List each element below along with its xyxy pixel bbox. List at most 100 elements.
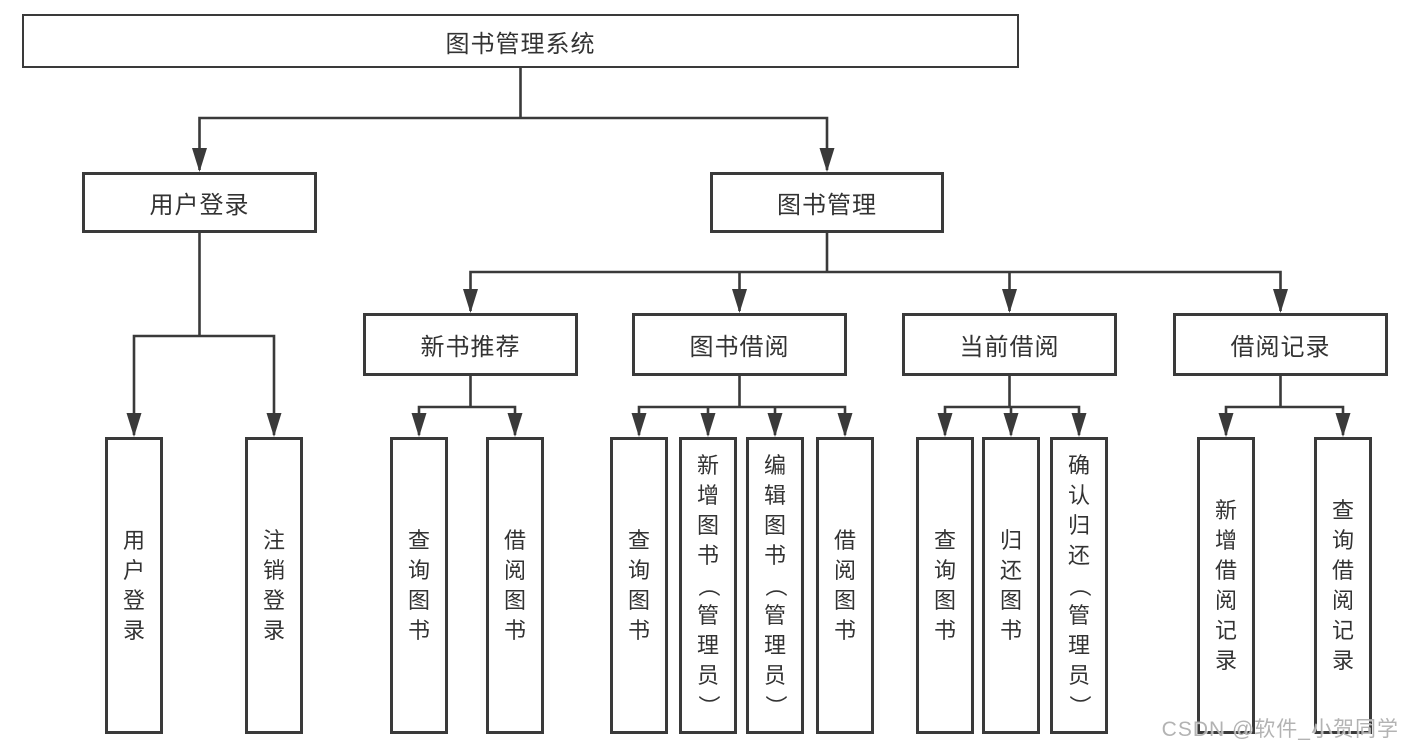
leaf-add-book-admin: 新增图书（管理员） bbox=[679, 437, 737, 734]
leaf-label-char: 增 bbox=[696, 482, 719, 508]
leaf-label-char: ） bbox=[763, 694, 788, 717]
node-label: 新书推荐 bbox=[420, 334, 521, 361]
leaf-label-char: 图 bbox=[627, 587, 650, 613]
leaf-label-char: 图 bbox=[763, 512, 786, 538]
leaf-label-char: 归 bbox=[999, 527, 1022, 553]
connector-newbook-bracket bbox=[417, 405, 517, 435]
leaf-label-char: 书 bbox=[503, 617, 526, 643]
node-new-book-recommendation: 新书推荐 bbox=[363, 313, 578, 376]
leaf-borrow-books-recommend: 借阅图书 bbox=[486, 437, 544, 734]
leaf-label-char: ） bbox=[1067, 694, 1092, 717]
leaf-label-char: 录 bbox=[262, 617, 285, 643]
leaf-label-char: 阅 bbox=[1331, 587, 1354, 613]
leaf-label-char: （ bbox=[696, 574, 721, 597]
leaf-label-char: ） bbox=[696, 694, 721, 717]
leaf-label-char: 还 bbox=[1067, 542, 1090, 568]
leaf-label-char: 书 bbox=[933, 617, 956, 643]
watermark: CSDN @软件_小贺同学 bbox=[1161, 718, 1399, 741]
leaf-label-char: （ bbox=[763, 574, 788, 597]
leaf-label-char: 书 bbox=[999, 617, 1022, 643]
leaf-label-char: 登 bbox=[262, 587, 285, 613]
arrowheads bbox=[126, 148, 1351, 437]
leaf-label-char: 新 bbox=[1214, 497, 1237, 523]
leaf-label-char: 认 bbox=[1067, 482, 1090, 508]
leaf-query-borrow-record: 查询借阅记录 bbox=[1314, 437, 1372, 734]
leaf-label-char: 员 bbox=[763, 662, 786, 688]
leaf-edit-book-admin: 编辑图书 （ 管理员 ） bbox=[746, 437, 804, 734]
leaf-label-char: 理 bbox=[696, 632, 719, 658]
leaf-label-char: 书 bbox=[763, 542, 786, 568]
leaf-label-char: 用 bbox=[122, 527, 145, 553]
leaf-label-char: 借 bbox=[1331, 557, 1354, 583]
leaf-label-char: 录 bbox=[1214, 647, 1237, 673]
leaf-user-login: 用户登录 bbox=[105, 437, 163, 734]
leaf-confirm-return-admin: 确认归还 （ 管理员 ） bbox=[1050, 437, 1108, 734]
connector-userlogin-bracket bbox=[132, 334, 276, 435]
leaf-label-char: 记 bbox=[1331, 617, 1354, 643]
leaf-label-char: 书 bbox=[407, 617, 430, 643]
leaf-label-char: 查 bbox=[1331, 497, 1354, 523]
leaf-label-char: 阅 bbox=[1214, 587, 1237, 613]
leaf-label-char: 登 bbox=[122, 587, 145, 613]
leaf-label-char: 销 bbox=[262, 557, 285, 583]
connector-root-bracket bbox=[198, 116, 829, 170]
leaf-label-char: 询 bbox=[627, 557, 650, 583]
leaf-label-char: 图 bbox=[933, 587, 956, 613]
leaf-label-char: 询 bbox=[407, 557, 430, 583]
node-current-borrowing: 当前借阅 bbox=[902, 313, 1117, 376]
leaf-query-books-borrowing: 查询图书 bbox=[610, 437, 668, 734]
leaf-return-books: 归还图书 bbox=[982, 437, 1040, 734]
node-label: 用户登录 bbox=[149, 192, 250, 219]
leaf-label-char: 借 bbox=[1214, 557, 1237, 583]
connector-borrowing-bracket bbox=[637, 405, 847, 435]
node-book-borrowing: 图书借阅 bbox=[632, 313, 847, 376]
node-book-management: 图书管理 bbox=[710, 172, 944, 233]
leaf-label-char: 询 bbox=[933, 557, 956, 583]
leaf-label-char: 理 bbox=[1067, 632, 1090, 658]
leaf-label-char: 增 bbox=[1214, 527, 1237, 553]
connector-bookmgmt-bracket bbox=[469, 270, 1282, 311]
connector-records-bracket bbox=[1224, 405, 1345, 435]
node-book-management-system: 图书管理系统 bbox=[22, 14, 1019, 68]
leaf-label-char: 查 bbox=[407, 527, 430, 553]
leaf-label-char: 归 bbox=[1067, 512, 1090, 538]
leaf-label-char: 辑 bbox=[763, 482, 786, 508]
leaf-label-char: 理 bbox=[763, 632, 786, 658]
leaf-label-char: 图 bbox=[833, 587, 856, 613]
leaf-label-char: （ bbox=[1067, 574, 1092, 597]
node-label: 图书借阅 bbox=[689, 334, 790, 361]
leaf-query-books-recommend: 查询图书 bbox=[390, 437, 448, 734]
leaf-label-char: 书 bbox=[833, 617, 856, 643]
node-user-login: 用户登录 bbox=[82, 172, 317, 233]
leaf-label-char: 管 bbox=[1067, 602, 1090, 628]
leaf-label-char: 书 bbox=[627, 617, 650, 643]
leaf-label-char: 图 bbox=[503, 587, 526, 613]
leaf-label-char: 阅 bbox=[833, 557, 856, 583]
leaf-label-char: 员 bbox=[1067, 662, 1090, 688]
leaf-label-char: 确 bbox=[1067, 452, 1090, 478]
node-borrowing-records: 借阅记录 bbox=[1173, 313, 1388, 376]
leaf-label-char: 新 bbox=[696, 452, 719, 478]
leaf-label-char: 借 bbox=[503, 527, 526, 553]
leaf-label-char: 查 bbox=[933, 527, 956, 553]
leaf-label-char: 阅 bbox=[503, 557, 526, 583]
leaf-label-char: 图 bbox=[407, 587, 430, 613]
leaf-label-char: 书 bbox=[696, 542, 719, 568]
leaf-label-char: 记 bbox=[1214, 617, 1237, 643]
leaf-label-char: 查 bbox=[627, 527, 650, 553]
node-label: 图书管理 bbox=[777, 192, 877, 219]
node-label: 当前借阅 bbox=[959, 334, 1060, 361]
leaf-label-char: 编 bbox=[763, 452, 786, 478]
leaf-label-char: 询 bbox=[1331, 527, 1354, 553]
leaf-label-char: 图 bbox=[999, 587, 1022, 613]
leaf-borrow-books-borrowing: 借阅图书 bbox=[816, 437, 874, 734]
leaf-label-char: 录 bbox=[1331, 647, 1354, 673]
leaf-label-char: 管 bbox=[696, 602, 719, 628]
leaf-label-char: 员 bbox=[696, 662, 719, 688]
leaf-add-borrow-record: 新增借阅记录 bbox=[1197, 437, 1255, 734]
leaf-logout-login: 注销登录 bbox=[245, 437, 303, 734]
leaf-label-char: 借 bbox=[833, 527, 856, 553]
leaf-label-char: 管 bbox=[763, 602, 786, 628]
leaf-label-char: 还 bbox=[999, 557, 1022, 583]
